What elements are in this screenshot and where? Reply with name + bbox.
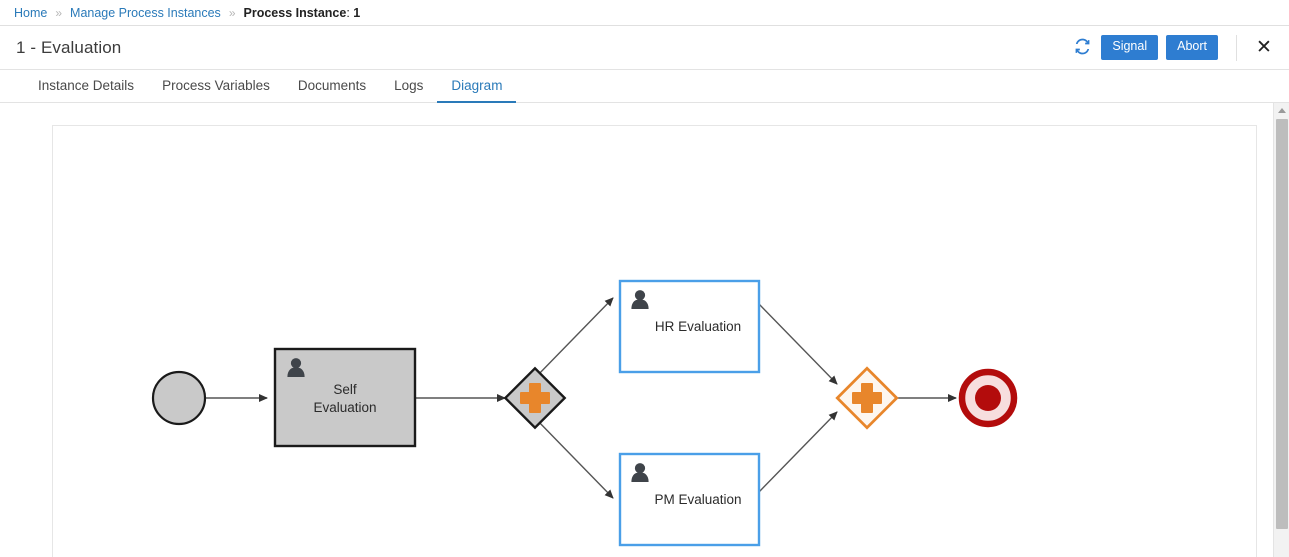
node-gateway-parallel-join[interactable] bbox=[835, 366, 899, 430]
breadcrumb-separator: » bbox=[55, 5, 63, 20]
vertical-scrollbar[interactable] bbox=[1273, 103, 1289, 557]
tab-logs[interactable]: Logs bbox=[394, 78, 424, 93]
breadcrumb-item-manage-process-instances[interactable]: Manage Process Instances bbox=[70, 5, 221, 20]
header-actions: Signal Abort ✕ bbox=[1071, 34, 1277, 61]
instance-header: 1 - Evaluation Signal Abort ✕ bbox=[0, 26, 1289, 70]
node-task-hr-evaluation[interactable]: HR Evaluation bbox=[618, 279, 761, 374]
scroll-thumb[interactable] bbox=[1276, 119, 1288, 529]
breadcrumb-separator: » bbox=[228, 5, 236, 20]
refresh-button[interactable] bbox=[1071, 37, 1093, 59]
node-task-self-evaluation[interactable]: Self Evaluation bbox=[273, 347, 417, 448]
refresh-icon bbox=[1074, 38, 1091, 58]
tab-documents[interactable]: Documents bbox=[297, 78, 367, 93]
tab-instance-details[interactable]: Instance Details bbox=[38, 78, 135, 93]
flow-hr-to-join bbox=[758, 303, 838, 385]
parallel-marker-icon bbox=[520, 383, 550, 413]
task-label-pm-evaluation: PM Evaluation bbox=[654, 492, 741, 507]
signal-button[interactable]: Signal bbox=[1101, 35, 1159, 60]
node-end-event[interactable] bbox=[958, 368, 1018, 428]
tab-content-diagram: Self Evaluation HR Evaluation bbox=[0, 103, 1289, 557]
caret-up-icon bbox=[1277, 108, 1286, 113]
bpmn-diagram-canvas[interactable]: Self Evaluation HR Evaluation bbox=[52, 125, 1257, 557]
header-divider bbox=[1236, 34, 1237, 61]
breadcrumb-current-label: Process Instance bbox=[243, 5, 347, 20]
node-gateway-parallel-split[interactable] bbox=[503, 366, 567, 430]
breadcrumb-item-home[interactable]: Home bbox=[14, 5, 48, 20]
sequence-flows bbox=[206, 297, 957, 499]
flow-pm-to-join bbox=[758, 411, 838, 493]
scroll-up-button[interactable] bbox=[1274, 103, 1289, 118]
task-label-hr-evaluation: HR Evaluation bbox=[655, 319, 741, 334]
flow-split-to-pm bbox=[534, 417, 614, 499]
breadcrumb-current-value: 1 bbox=[353, 5, 361, 20]
node-task-pm-evaluation[interactable]: PM Evaluation bbox=[618, 452, 761, 547]
page-title: 1 - Evaluation bbox=[16, 37, 122, 57]
close-button[interactable]: ✕ bbox=[1251, 35, 1277, 61]
flow-split-to-hr bbox=[534, 297, 614, 379]
tab-diagram[interactable]: Diagram bbox=[437, 70, 517, 103]
node-start-event[interactable] bbox=[151, 370, 207, 426]
abort-button[interactable]: Abort bbox=[1166, 35, 1218, 60]
breadcrumb-item-current: Process Instance: 1 bbox=[243, 5, 361, 20]
breadcrumb: Home » Manage Process Instances » Proces… bbox=[0, 0, 1289, 26]
tab-process-variables[interactable]: Process Variables bbox=[162, 78, 270, 93]
task-label-self-evaluation-line2: Evaluation bbox=[313, 400, 376, 415]
tab-bar: Instance Details Process Variables Docum… bbox=[0, 70, 1289, 103]
task-label-self-evaluation-line1: Self bbox=[333, 382, 357, 397]
parallel-marker-icon bbox=[852, 383, 882, 413]
